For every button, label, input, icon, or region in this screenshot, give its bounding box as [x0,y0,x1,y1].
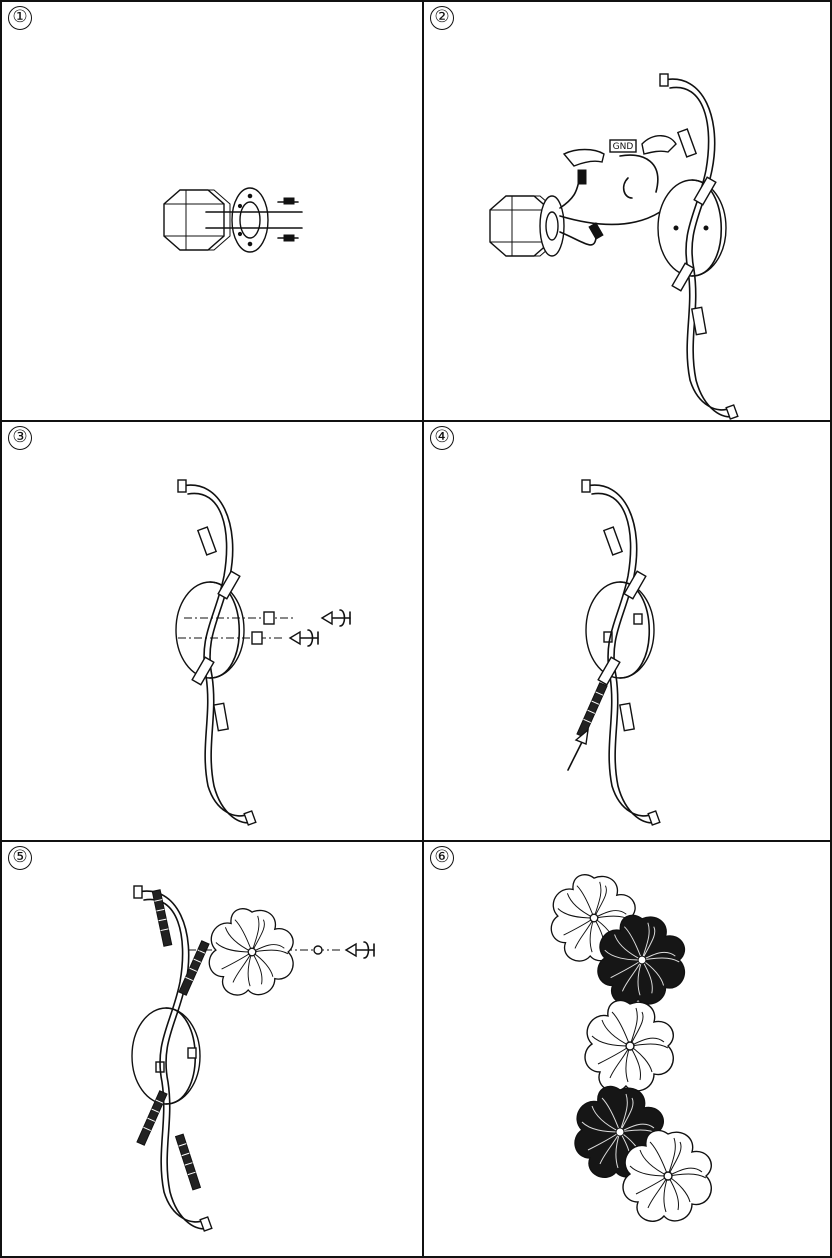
screw-arrow [345,941,375,959]
socket [676,128,698,158]
hands [562,135,677,167]
socket [671,262,695,292]
cap-nut [251,631,263,645]
socket [217,570,241,600]
step-3-panel: ③ [0,420,424,842]
step-4-number: ④ [430,426,454,450]
step-1-panel: ① [0,0,424,422]
screw-arrow [321,609,351,627]
gnd-label: GND [609,139,637,153]
step-5-panel: ⑤ [0,840,424,1258]
flower-shade [208,908,294,996]
step-5-illustration [131,885,375,1232]
socket [619,702,635,732]
step-2-illustration: GND [489,73,739,420]
bulb [576,682,608,738]
cap-nut [263,611,275,625]
step-1-illustration [163,187,303,253]
junction-box [163,189,231,251]
step-6-number: ⑥ [430,846,454,870]
mounting-screws [205,197,303,242]
step-6-panel: ⑥ [422,840,832,1258]
step-2-panel: ② GND [422,0,832,422]
wires [559,154,661,246]
socket [597,656,621,686]
wire-hook [622,177,633,199]
step-4-panel: ④ [422,420,832,842]
step-3-number: ③ [8,426,32,450]
bulb [175,1133,201,1191]
step-6-illustration [550,874,712,1222]
step-3-illustration [175,479,351,826]
wire-nut [588,222,604,240]
socket [191,656,215,686]
screw-arrow [289,629,319,647]
step-2-number: ② [430,6,454,30]
insert-arrow [567,728,589,771]
socket [691,306,707,336]
cap-nut [313,945,323,955]
step-1-number: ① [8,6,32,30]
step-4-illustration [567,479,661,826]
wire-nut [577,169,587,185]
canopy [585,581,655,679]
socket [196,526,218,556]
socket [693,176,717,206]
socket [602,526,624,556]
socket [623,570,647,600]
mounting-plate [231,187,269,253]
flower-shade-3 [584,999,674,1092]
gnd-text: GND [613,142,634,152]
socket [213,702,229,732]
step-5-number: ⑤ [8,846,32,870]
